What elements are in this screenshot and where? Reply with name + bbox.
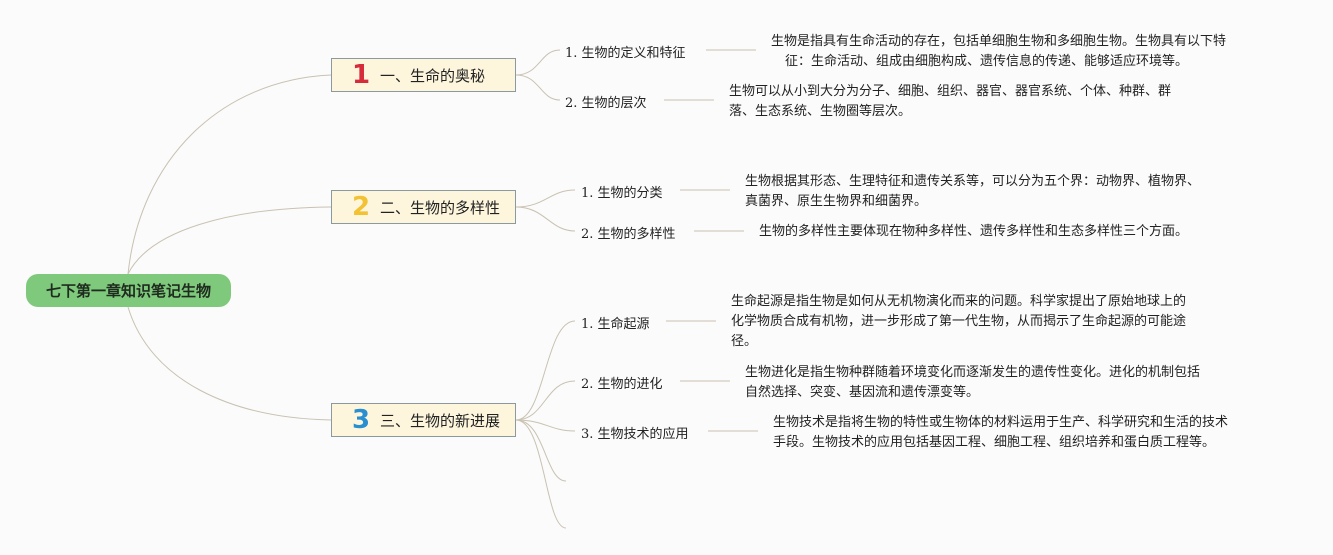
note-line: 生物进化是指生物种群随着环境变化而逐渐发生的遗传性变化。进化的机制包括	[745, 365, 1201, 380]
topic-node-6[interactable]: 2. 生物的进化	[581, 373, 663, 392]
link-b3-t1	[515, 320, 576, 421]
number-2-icon: 2	[351, 192, 371, 222]
topic-number: 1.	[581, 186, 594, 201]
note-line: 自然选择、突变、基因流和遗传漂变等。	[745, 385, 980, 400]
note-line: 径。	[731, 334, 758, 349]
note-line: 化学物质合成有机物，进一步形成了第一代生物，从而揭示了生命起源的可能途	[731, 314, 1187, 329]
link-root-branch1	[127, 74, 332, 275]
note-line: 落、生态系统、生物圈等层次。	[729, 104, 912, 119]
note-line: 手段。生物技术的应用包括基因工程、细胞工程、组织培养和蛋白质工程等。	[773, 435, 1216, 450]
note-line: 生物的多样性主要体现在物种多样性、遗传多样性和生态多样性三个方面。	[759, 224, 1189, 239]
topic-number: 1.	[581, 317, 594, 332]
topic-node-3[interactable]: 1. 生物的分类	[581, 182, 663, 201]
note-line: 生物可以从小到大分为分子、细胞、组织、器官、器官系统、个体、种群、群	[729, 84, 1172, 99]
note-2: 生物可以从小到大分为分子、细胞、组织、器官、器官系统、个体、种群、群 落、生态系…	[729, 82, 1171, 122]
note-line: 真菌界、原生生物界和细菌界。	[745, 194, 928, 209]
note-5: 生命起源是指生物是如何从无机物演化而来的问题。科学家提出了原始地球上的 化学物质…	[731, 292, 1186, 352]
topic-node-1[interactable]: 1. 生物的定义和特征	[565, 42, 686, 61]
topic-number: 3.	[581, 427, 594, 442]
topic-node-7[interactable]: 3. 生物技术的应用	[581, 423, 689, 442]
number-1-icon: 1	[351, 60, 371, 90]
link-root-branch2	[127, 206, 332, 275]
note-line: 生物技术是指将生物的特性或生物体的材料运用于生产、科学研究和生活的技术	[773, 415, 1229, 430]
link-b2-t2	[515, 206, 576, 232]
topic-node-5[interactable]: 1. 生命起源	[581, 313, 650, 332]
note-1: 生物是指具有生命活动的存在，包括单细胞生物和多细胞生物。生物具有以下特 征：生命…	[771, 32, 1226, 72]
topic-number: 2.	[581, 227, 594, 242]
note-6: 生物进化是指生物种群随着环境变化而逐渐发生的遗传性变化。进化的机制包括 自然选择…	[745, 363, 1200, 403]
topic-label: 生物技术的应用	[597, 427, 689, 442]
note-7: 生物技术是指将生物的特性或生物体的材料运用于生产、科学研究和生活的技术 手段。生…	[773, 413, 1228, 453]
branch-label-2: 二、生物的多样性	[380, 198, 501, 217]
link-b2-t1	[515, 189, 576, 208]
link-b3-t2	[515, 380, 576, 421]
topic-number: 2.	[565, 96, 578, 111]
note-line: 生命起源是指生物是如何从无机物演化而来的问题。科学家提出了原始地球上的	[731, 294, 1187, 309]
link-b1-t2	[515, 74, 561, 101]
number-3-icon: 3	[351, 405, 371, 435]
root-node[interactable]: 七下第一章知识笔记生物	[26, 274, 231, 307]
note-line: 生物根据其形态、生理特征和遗传关系等，可以分为五个界：动物界、植物界、	[745, 174, 1201, 189]
branch-label-3: 三、生物的新进展	[380, 411, 501, 430]
topic-label: 生物的进化	[597, 377, 663, 392]
topic-number: 1.	[565, 46, 578, 61]
link-b3-t3	[515, 419, 576, 432]
topic-label: 生物的分类	[597, 186, 663, 201]
topic-label: 生命起源	[597, 317, 650, 332]
topic-number: 2.	[581, 377, 594, 392]
note-4: 生物的多样性主要体现在物种多样性、遗传多样性和生态多样性三个方面。	[759, 222, 1188, 242]
topic-node-2[interactable]: 2. 生物的层次	[565, 92, 647, 111]
link-b3-empty1	[515, 419, 567, 482]
topic-label: 生物的多样性	[597, 227, 676, 242]
link-b1-t1	[515, 49, 561, 76]
branch-node-1[interactable]: 1 一、生命的奥秘	[331, 58, 516, 92]
note-3: 生物根据其形态、生理特征和遗传关系等，可以分为五个界：动物界、植物界、 真菌界、…	[745, 172, 1200, 212]
branch-label-1: 一、生命的奥秘	[380, 66, 486, 85]
link-root-branch3	[127, 306, 332, 421]
note-line: 生物是指具有生命活动的存在，包括单细胞生物和多细胞生物。生物具有以下特	[771, 34, 1227, 49]
topic-node-4[interactable]: 2. 生物的多样性	[581, 223, 676, 242]
link-b3-empty2	[515, 419, 567, 529]
branch-node-3[interactable]: 3 三、生物的新进展	[331, 403, 516, 437]
topic-label: 生物的定义和特征	[581, 46, 686, 61]
note-line: 征：生命活动、组成由细胞构成、遗传信息的传递、能够适应环境等。	[785, 54, 1189, 69]
branch-node-2[interactable]: 2 二、生物的多样性	[331, 190, 516, 224]
topic-label: 生物的层次	[581, 96, 647, 111]
root-label: 七下第一章知识笔记生物	[45, 282, 211, 300]
